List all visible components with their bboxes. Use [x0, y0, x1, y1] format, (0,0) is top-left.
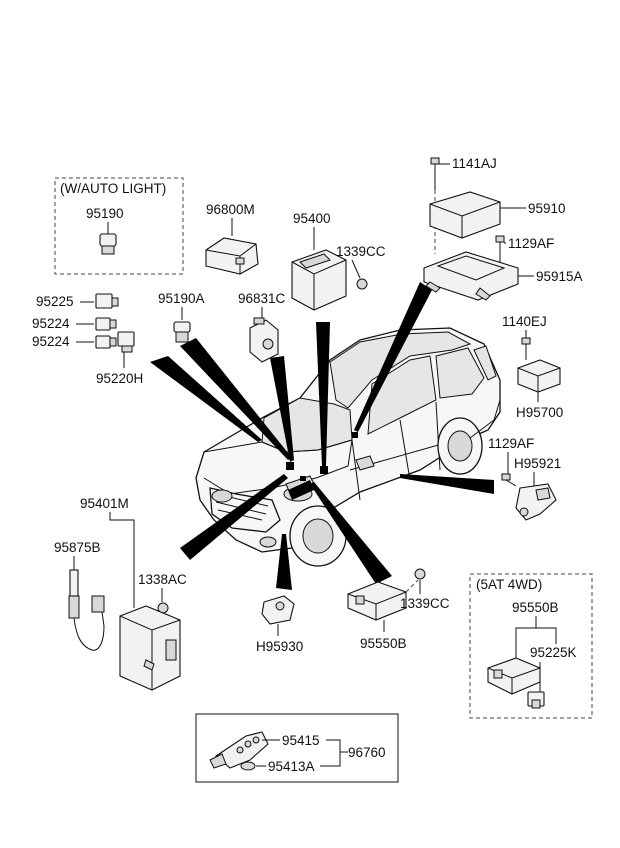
label-95550B-group: 95550B	[512, 600, 559, 615]
label-95910: 95910	[528, 201, 566, 216]
unit-95910	[429, 191, 501, 239]
label-1140EJ: 1140EJ	[502, 314, 547, 329]
label-H95930: H95930	[256, 639, 303, 654]
label-95224-lower: 95224	[32, 334, 70, 349]
label-95190: 95190	[86, 206, 124, 221]
label-95220H: 95220H	[96, 371, 143, 386]
auto-light-caption: (W/AUTO LIGHT)	[60, 181, 166, 196]
relay-95220H	[117, 331, 135, 353]
module-95401M	[119, 605, 181, 691]
label-95225: 95225	[36, 294, 74, 309]
label-1338AC: 1338AC	[138, 572, 187, 587]
label-1129AF-upper: 1129AF	[508, 236, 554, 251]
label-1141AJ: 1141AJ	[452, 156, 497, 171]
relay-95224-upper	[95, 317, 117, 331]
five-at-4wd-caption: (5AT 4WD)	[476, 577, 542, 592]
sensor-95190	[99, 233, 117, 255]
unit-H95700	[517, 359, 561, 393]
module-95550B-group	[487, 657, 541, 695]
label-95875B: 95875B	[54, 540, 101, 555]
nut-1339CC-upper	[356, 278, 368, 290]
module-95400	[291, 249, 347, 311]
label-1129AF-lower: 1129AF	[488, 436, 534, 451]
bolt-1129AF-upper	[495, 235, 505, 262]
bolt-1140EJ	[521, 337, 531, 360]
label-96760: 96760	[348, 745, 386, 760]
relay-95224-lower	[95, 335, 117, 349]
label-95400: 95400	[293, 211, 331, 226]
label-95224-upper: 95224	[32, 316, 70, 331]
label-H95700: H95700	[516, 405, 563, 420]
vehicle-illustration	[195, 327, 501, 567]
relay-95225K	[527, 691, 545, 709]
leader-wedges	[150, 282, 494, 590]
label-96831C: 96831C	[238, 291, 286, 306]
label-1339CC-upper: 1339CC	[336, 244, 386, 259]
label-1339CC-lower: 1339CC	[400, 596, 450, 611]
sensor-H95921	[515, 483, 557, 521]
auto-light-group: (W/AUTO LIGHT) 95190	[54, 177, 184, 275]
five-at-4wd-group: (5AT 4WD) 95550B 95225K	[469, 573, 593, 719]
label-95415: 95415	[282, 733, 320, 748]
label-95915A: 95915A	[536, 269, 583, 284]
bolt-1129AF-lower	[501, 473, 517, 487]
label-95413A: 95413A	[268, 759, 315, 774]
label-95190A: 95190A	[158, 291, 205, 306]
module-96800M	[205, 237, 259, 275]
label-H95921: H95921	[514, 456, 561, 471]
key-fob-95415	[209, 731, 269, 769]
sensor-95190A	[173, 321, 191, 343]
unit-96831C	[249, 317, 279, 363]
bracket-95915A	[423, 251, 519, 301]
label-95225K: 95225K	[530, 645, 577, 660]
nut-1339CC-lower	[414, 568, 426, 580]
relay-95225	[95, 293, 119, 309]
module-95550B-center	[347, 581, 407, 621]
label-95550B-center: 95550B	[360, 636, 407, 651]
sensor-H95930	[261, 595, 295, 625]
label-95401M: 95401M	[80, 496, 129, 511]
battery-95413A	[240, 761, 256, 771]
antenna-95875B	[68, 569, 105, 651]
bolt-1141AJ	[430, 157, 440, 190]
key-fob-group: 95415 95413A 96760	[195, 713, 399, 783]
label-96800M: 96800M	[206, 202, 255, 217]
